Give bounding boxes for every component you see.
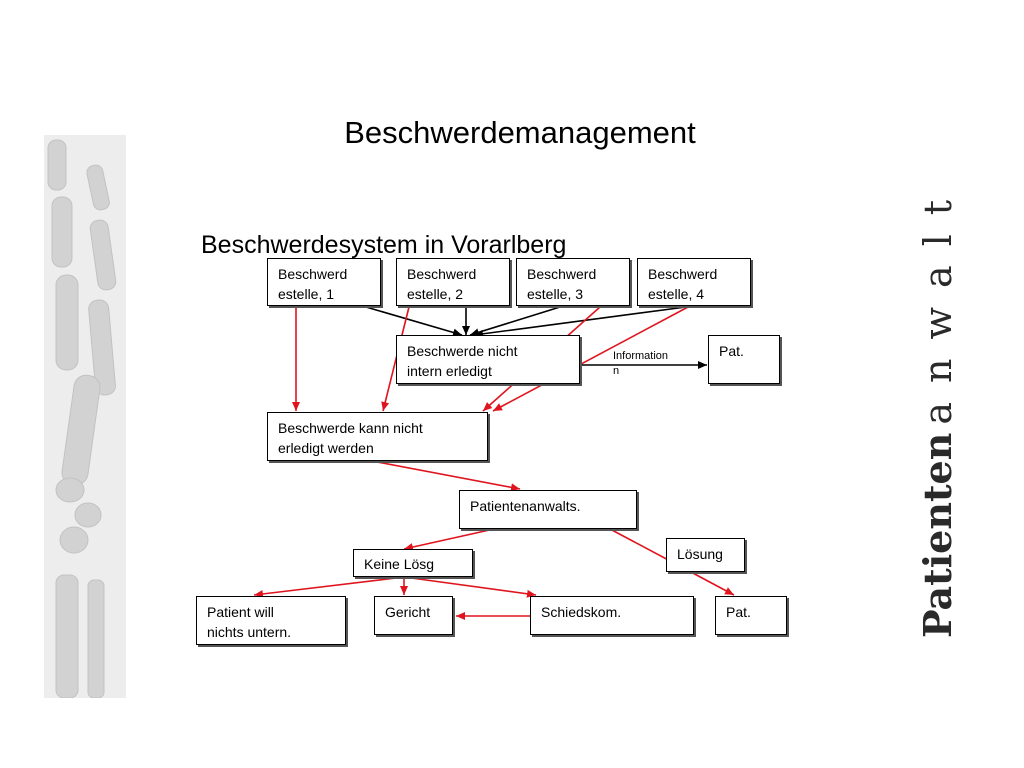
box-patient-will-nichts-untern: Patient will nichts untern. [196, 596, 346, 645]
edge-label-informationen: Information n [613, 350, 669, 377]
box-beschwerdestelle-4: Beschwerd estelle, 4 [637, 258, 751, 306]
hand-xray-image [44, 135, 126, 699]
box-beschwerdestelle-1: Beschwerd estelle, 1 [267, 258, 381, 306]
arrow-keine-loesg-to-patient-will [253, 576, 405, 598]
arrow-stelle4-to-nicht-intern [473, 306, 687, 338]
logo-text-bold: Patienten [915, 433, 960, 638]
logo-text-light: anwalt [916, 181, 960, 425]
patientenanwalt-logo: Patienten anwalt [905, 160, 965, 680]
box-pat-top: Pat. [708, 335, 780, 384]
box-gericht: Gericht [374, 596, 453, 635]
box-pat-bottom: Pat. [715, 596, 787, 635]
arrow-stelle4-to-kann-nicht [492, 306, 689, 412]
arrow-stelle1-to-nicht-intern [365, 306, 463, 337]
arrow-stelle3-to-nicht-intern [469, 306, 561, 337]
arrow-patientenanwalts-to-keine-loesg [403, 528, 495, 551]
arrow-kann-nicht-to-patientenanwalts [371, 460, 521, 492]
slide-title: Beschwerdemanagement [344, 115, 696, 150]
box-beschwerdestelle-3: Beschwerd estelle, 3 [516, 258, 630, 306]
arrow-keine-loesg-to-schiedskom [403, 576, 537, 598]
box-beschwerde-nicht-intern-erledigt: Beschwerde nicht intern erledigt [396, 335, 580, 384]
svg-text:Patientenanwalt: Patienten anwalt [915, 181, 960, 638]
box-loesung: Lösung [666, 538, 745, 572]
box-keine-loesg: Keine Lösg [353, 549, 473, 577]
box-patientenanwalts: Patientenanwalts. [459, 490, 637, 529]
slide-subtitle: Beschwerdesystem in Vorarlberg [201, 231, 567, 259]
box-beschwerdestelle-2: Beschwerd estelle, 2 [396, 258, 510, 306]
box-beschwerde-kann-nicht-erledigt-werden: Beschwerde kann nicht erledigt werden [267, 412, 488, 461]
box-schiedskom: Schiedskom. [530, 596, 694, 635]
